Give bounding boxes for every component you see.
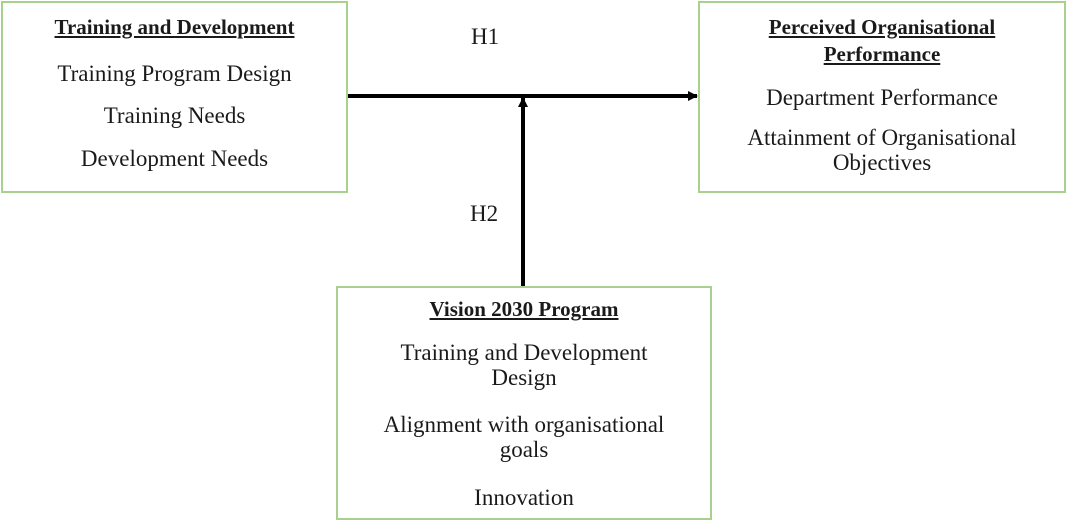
training-needs-item: Training Needs (103, 103, 246, 128)
attainment-objectives-item: Attainment of Organisational Objectives (700, 125, 1064, 175)
development-needs-item: Development Needs (80, 146, 269, 171)
perceived-performance-box: Perceived Organisational Performance Dep… (698, 1, 1066, 193)
td-design-item: Training and Development Design (338, 340, 710, 390)
department-performance-item: Department Performance (766, 85, 998, 110)
perceived-performance-title: Perceived Organisational Performance (700, 14, 1064, 68)
attainment-objectives-line1: Attainment of Organisational (747, 125, 1017, 150)
perceived-performance-title-line1: Perceived Organisational (768, 15, 996, 39)
h2-label: H2 (470, 201, 499, 226)
vision-2030-title: Vision 2030 Program (429, 297, 619, 321)
training-development-title: Training and Development (54, 15, 295, 39)
training-development-box: Training and Development Training Progra… (1, 1, 348, 193)
innovation-item: Innovation (474, 485, 574, 510)
training-program-design-item: Training Program Design (57, 61, 292, 86)
td-design-line1: Training and Development (400, 340, 648, 365)
perceived-performance-title-line2: Performance (823, 42, 941, 66)
alignment-goals-line2: goals (499, 437, 549, 462)
td-design-line2: Design (491, 365, 557, 390)
attainment-objectives-line2: Objectives (832, 150, 932, 175)
alignment-goals-line1: Alignment with organisational (383, 412, 665, 437)
vision-2030-box: Vision 2030 Program Training and Develop… (336, 286, 712, 520)
alignment-goals-item: Alignment with organisational goals (338, 412, 710, 462)
h1-label: H1 (471, 24, 500, 49)
